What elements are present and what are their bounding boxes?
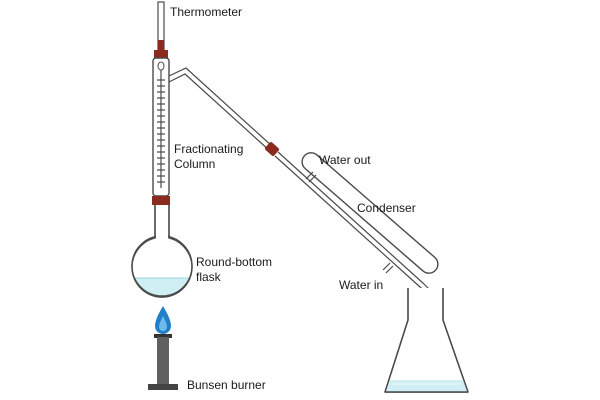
fractionating-column-label-line2: Column	[174, 157, 215, 171]
thermometer-mercury	[158, 40, 164, 52]
water-out-label: Water out	[319, 153, 371, 167]
column-bottom-stopper	[152, 196, 170, 205]
water-in-label: Water in	[339, 278, 383, 292]
water-out-port	[305, 171, 317, 183]
condenser-jacket	[301, 152, 439, 274]
bunsen-burner-label: Bunsen burner	[187, 378, 266, 392]
conical-flask-liquid	[385, 380, 468, 392]
conical-flask	[384, 288, 469, 393]
condenser-connector	[265, 142, 279, 156]
column-top-stopper	[154, 50, 168, 59]
side-arm-tube	[168, 67, 274, 152]
fractionating-column-label-line1: Fractionating	[174, 142, 243, 156]
fractionating-column	[152, 50, 170, 205]
condenser	[274, 151, 439, 288]
water-in-port	[382, 262, 394, 274]
thermometer	[157, 1, 165, 52]
condenser-label: Condenser	[357, 201, 416, 215]
bunsen-burner	[148, 334, 178, 390]
thermometer-label: Thermometer	[170, 5, 242, 19]
flame-icon	[155, 306, 171, 334]
round-bottom-flask	[131, 205, 193, 298]
round-bottom-flask-label-line2: flask	[196, 270, 222, 284]
round-bottom-flask-label-line1: Round-bottom	[196, 255, 272, 269]
